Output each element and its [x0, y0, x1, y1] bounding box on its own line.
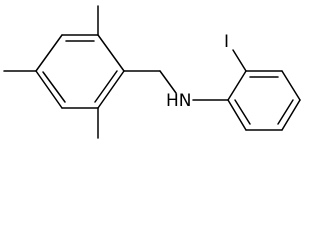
double-bond-inner: [277, 99, 294, 125]
iodine-label: I: [224, 32, 229, 52]
iodophenyl-ring: [227, 70, 301, 131]
bond: [227, 99, 247, 131]
bond: [281, 70, 301, 101]
nh-label: HN: [166, 91, 192, 111]
bond: [35, 70, 63, 109]
bond: [35, 34, 63, 72]
bond: [227, 70, 247, 101]
bond: [97, 70, 125, 109]
double-bond-inner: [234, 99, 251, 125]
structure-diagram: I HN: [3, 5, 301, 139]
bond: [281, 99, 301, 131]
double-bond-inner: [94, 70, 118, 103]
bond: [97, 34, 125, 72]
double-bond-inner: [42, 71, 66, 103]
ch2-nh-bond: [159, 70, 177, 94]
methyl-groups: [3, 5, 99, 139]
iodo-bond: [232, 49, 247, 72]
benzyl-amine-linker: [123, 70, 229, 101]
mesityl-ring: [35, 34, 125, 109]
